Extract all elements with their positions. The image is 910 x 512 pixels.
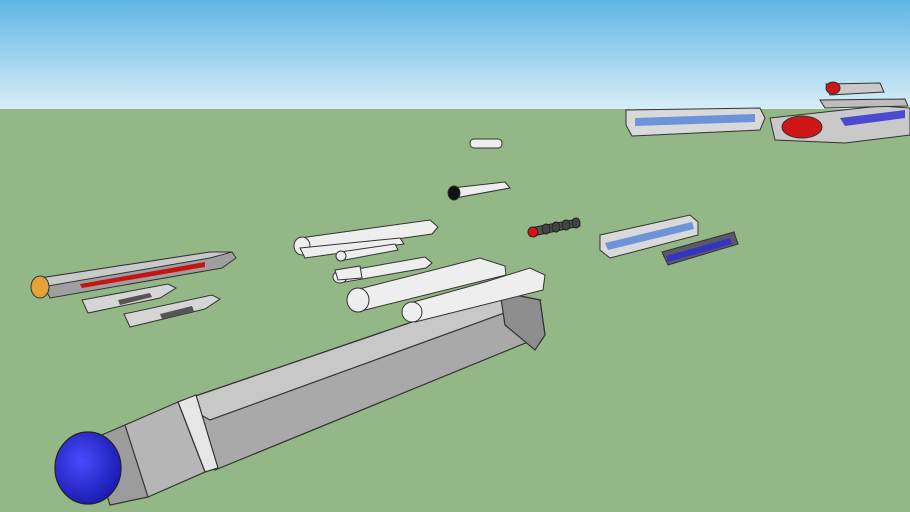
nacelle-pylon-left[interactable]	[81, 283, 178, 314]
sky	[0, 0, 910, 109]
white-cylinder-parts[interactable]	[293, 219, 546, 323]
assembled-ship-background[interactable]	[769, 81, 910, 144]
red-ringed-segment[interactable]	[527, 217, 581, 238]
large-gray-hull-with-blue-deflector[interactable]	[54, 291, 546, 506]
gray-hull-with-red-stripe[interactable]	[30, 251, 237, 299]
blue-deflector-dome	[54, 431, 122, 505]
small-white-cylinders[interactable]	[447, 138, 511, 201]
blue-striped-nacelles[interactable]	[599, 107, 766, 266]
orange-tip	[30, 275, 50, 299]
nacelle-pylon-right[interactable]	[123, 294, 221, 328]
